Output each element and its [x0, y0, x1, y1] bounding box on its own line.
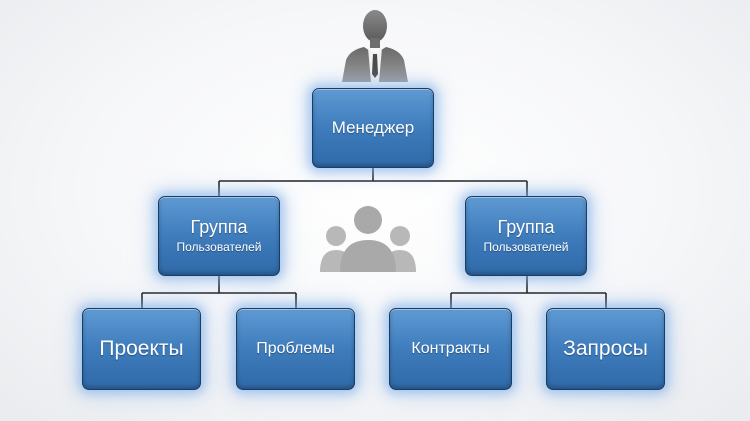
- requests-node: Запросы: [546, 308, 665, 390]
- user-group-icon: [320, 206, 416, 272]
- user-group-right-title: Группа: [497, 217, 555, 238]
- user-group-left-subtitle: Пользователей: [176, 239, 262, 254]
- problems-node: Проблемы: [236, 308, 355, 390]
- contracts-node-title: Контракты: [411, 339, 490, 357]
- contracts-node: Контракты: [389, 308, 512, 390]
- projects-node-title: Проекты: [99, 336, 184, 360]
- manager-person-icon: [342, 10, 408, 82]
- user-group-node-left: Группа Пользователей: [158, 196, 280, 276]
- problems-node-title: Проблемы: [256, 339, 335, 357]
- manager-node-title: Менеджер: [331, 118, 415, 138]
- user-group-node-right: Группа Пользователей: [465, 196, 587, 276]
- manager-node: Менеджер: [312, 88, 434, 168]
- user-group-left-title: Группа: [190, 217, 248, 238]
- requests-node-title: Запросы: [563, 336, 648, 360]
- user-group-right-subtitle: Пользователей: [483, 239, 569, 254]
- projects-node: Проекты: [82, 308, 201, 390]
